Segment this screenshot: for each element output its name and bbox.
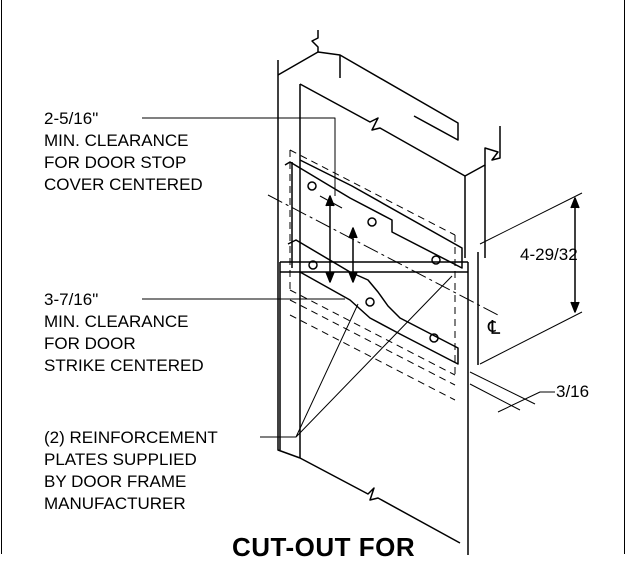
clearance-strike-label: 3-7/16" MIN. CLEARANCE FOR DOOR STRIKE C…	[44, 289, 204, 377]
clearance-stop-line-4: COVER CENTERED	[44, 175, 203, 194]
clearance-strike-line-4: STRIKE CENTERED	[44, 356, 204, 375]
hole-6	[429, 333, 439, 343]
clearance-strike-line-2: MIN. CLEARANCE	[44, 312, 189, 331]
hole-5	[365, 297, 375, 307]
arrowhead-strike-top	[348, 227, 358, 239]
centerline	[267, 194, 499, 316]
dim-offset-leader	[497, 391, 555, 413]
channel-back-top	[311, 30, 319, 52]
hole-1	[307, 181, 317, 191]
arrowhead-strike-bottom	[348, 271, 358, 283]
arrowhead-stop-bottom	[325, 271, 335, 283]
arrowhead-height-top	[570, 197, 580, 209]
lower-body-bottom	[299, 457, 461, 544]
clearance-strike-value: 3-7/16"	[44, 290, 99, 309]
clearance-stop-line-2: MIN. CLEARANCE	[44, 131, 189, 150]
dim-height-ext-top	[479, 192, 583, 245]
reinforcement-line-2: PLATES SUPPLIED	[44, 450, 197, 469]
reinforcement-line-3: BY DOOR FRAME	[44, 472, 187, 491]
clearance-stop-value: 2-5/16"	[44, 109, 99, 128]
extension-stop	[319, 195, 343, 209]
clearance-stop-line-3: FOR DOOR STOP	[44, 153, 187, 172]
hole-3	[431, 255, 441, 265]
drawing-frame	[1, 0, 625, 554]
centerline-symbol: ℄	[488, 318, 501, 339]
channel-left-flange	[277, 75, 301, 459]
dim-offset-ext-2	[469, 383, 521, 411]
channel-top-edge	[277, 51, 459, 141]
leader-reinforcement	[260, 275, 453, 438]
reinforcement-label: (2) REINFORCEMENT PLATES SUPPLIED BY DOO…	[44, 427, 218, 515]
clearance-strike-line-3: FOR DOOR	[44, 334, 136, 353]
dim-height-ext-bottom	[479, 311, 583, 365]
drawing-title: CUT-OUT FOR	[232, 532, 416, 562]
hole-4	[308, 260, 318, 270]
leader-stop	[142, 117, 336, 196]
web-top	[299, 83, 466, 177]
clearance-stop-label: 2-5/16" MIN. CLEARANCE FOR DOOR STOP COV…	[44, 108, 203, 196]
arrowhead-height-bottom	[570, 301, 580, 313]
reinforcement-line-4: MANUFACTURER	[44, 494, 186, 513]
hidden-cutout-dashed	[289, 299, 456, 401]
hole-2	[367, 217, 377, 227]
dim-offset-ext-1	[469, 371, 536, 405]
offset-dimension-label: 3/16	[556, 382, 590, 401]
reinforcement-line-1: (2) REINFORCEMENT	[44, 428, 218, 447]
upper-plate	[284, 159, 463, 269]
flange-right	[464, 126, 501, 177]
height-dimension-label: 4-29/32	[520, 245, 578, 264]
